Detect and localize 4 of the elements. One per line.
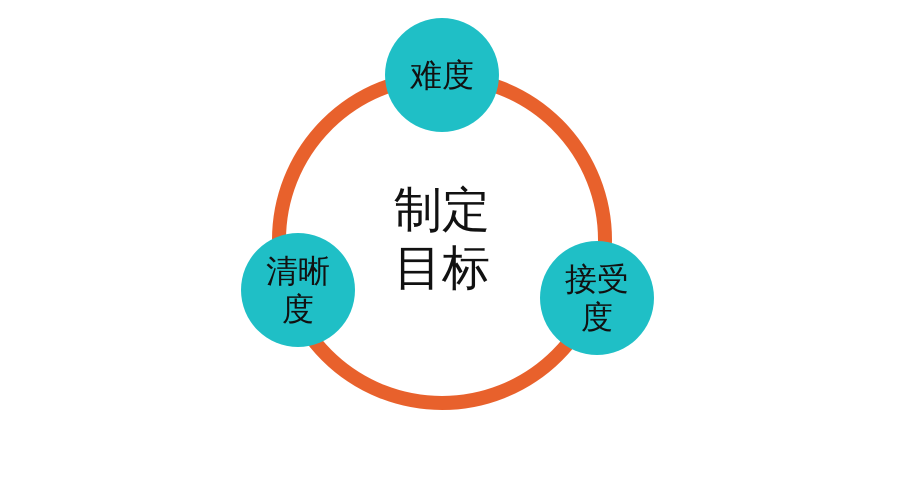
circle-label: 难度 — [409, 56, 475, 94]
center-label: 制定目标 — [393, 182, 491, 298]
circle-label: 接受度 — [564, 260, 630, 336]
circle-label: 清晰度 — [265, 252, 331, 328]
